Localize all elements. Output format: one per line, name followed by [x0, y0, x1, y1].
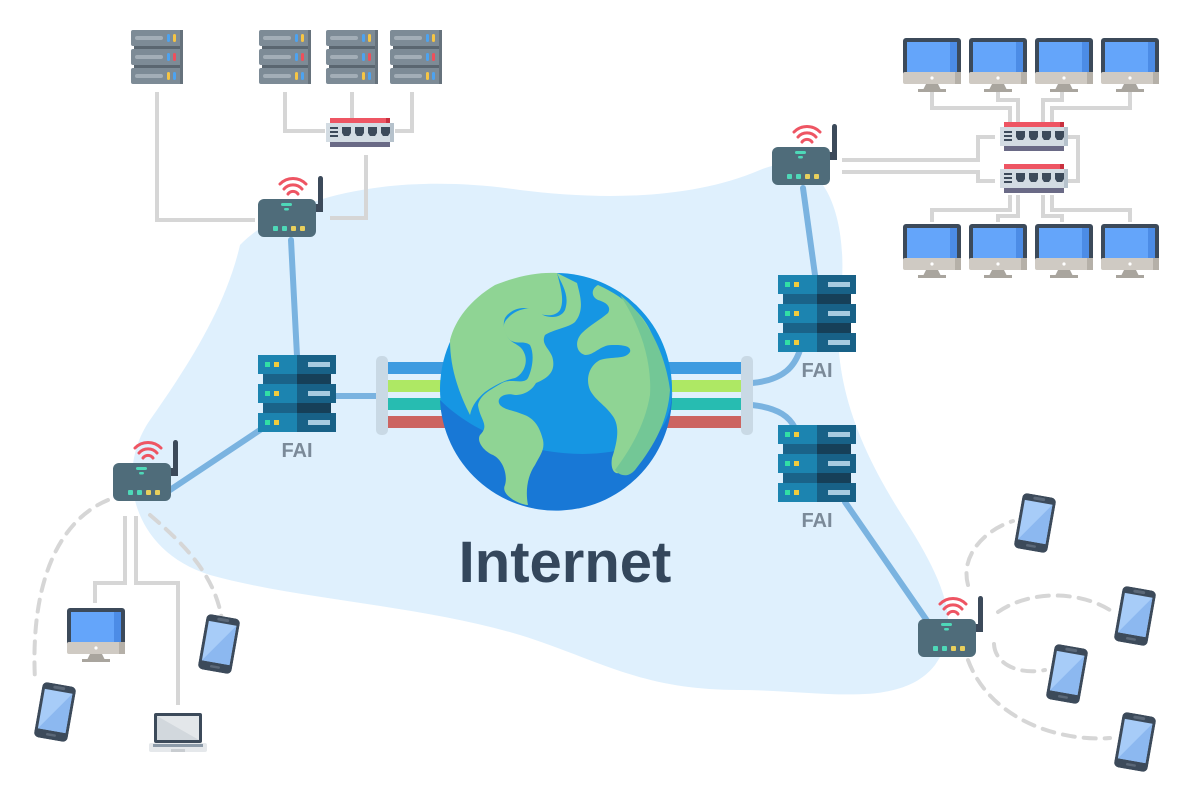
smartphone-icon	[33, 681, 77, 743]
isp-label: FAI	[801, 360, 832, 382]
server-rack-icon	[390, 30, 442, 84]
wifi-router-icon	[258, 174, 325, 239]
network-switch-icon	[1000, 164, 1068, 193]
isp-server-icon	[778, 425, 856, 502]
desktop-computer-icon	[1101, 224, 1159, 278]
wired-links-top-right	[842, 90, 1132, 222]
cable-clamp-right	[741, 356, 753, 435]
server-rack-icon	[259, 30, 311, 84]
desktop-computer-icon	[903, 224, 961, 278]
smartphone-icon	[197, 613, 241, 675]
desktop-computer-icon	[1035, 38, 1093, 92]
desktop-computer-icon	[67, 608, 125, 662]
isp-server-icon	[778, 275, 856, 352]
smartphone-icon	[1045, 643, 1089, 705]
cable-clamp-left	[376, 356, 388, 435]
network-switch-icon	[1000, 122, 1068, 151]
desktop-computer-icon	[1035, 224, 1093, 278]
isp-label: FAI	[801, 510, 832, 532]
smartphone-icon	[1113, 711, 1157, 773]
network-switch-icon	[326, 118, 394, 147]
desktop-computer-icon	[969, 38, 1027, 92]
desktop-computer-icon	[1101, 38, 1159, 92]
smartphone-icon	[1013, 492, 1057, 554]
server-rack-icon	[131, 30, 183, 84]
isp-label: FAI	[281, 440, 312, 462]
laptop-icon	[149, 713, 207, 752]
wifi-router-icon	[772, 122, 839, 187]
desktop-computer-icon	[903, 38, 961, 92]
desktop-computer-icon	[969, 224, 1027, 278]
wireless-links	[32, 498, 1115, 741]
server-rack-icon	[326, 30, 378, 84]
isp-server-icon	[258, 355, 336, 432]
internet-label: Internet	[459, 530, 672, 595]
isp-links	[167, 185, 933, 628]
wired-links-bottom-left	[93, 516, 180, 705]
wired-links-top-left	[155, 92, 414, 222]
globe-icon	[440, 272, 673, 511]
smartphone-icon	[1113, 585, 1157, 647]
